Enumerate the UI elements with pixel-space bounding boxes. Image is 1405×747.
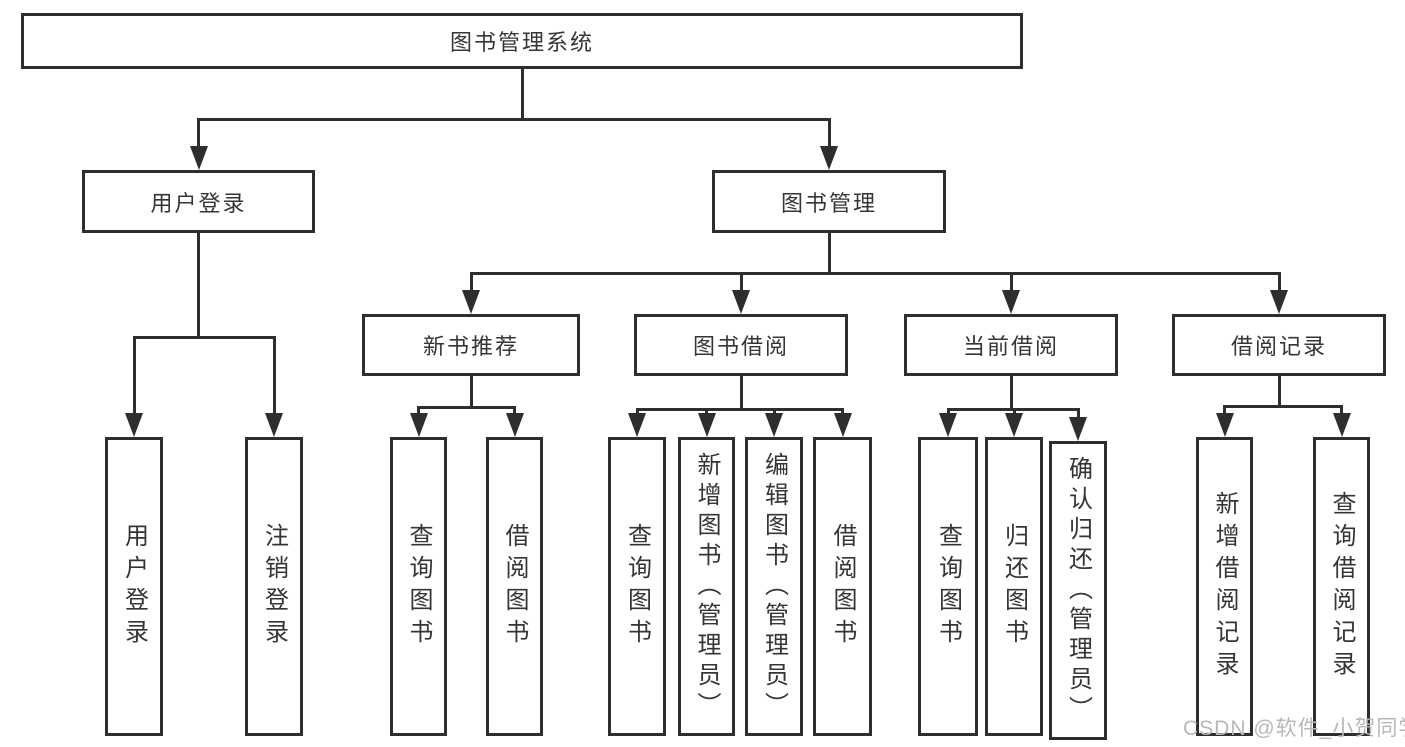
node-label: 归还图书 (1000, 522, 1028, 651)
connector-line (197, 118, 831, 121)
node-leaf-return-book: 归还图书 (985, 437, 1043, 736)
arrowhead-icon (265, 413, 283, 437)
connector-line (827, 233, 831, 272)
node-label: 新增图书（管理员） (693, 451, 720, 722)
node-label: 查询图书 (623, 522, 651, 651)
node-label: 查询图书 (405, 522, 432, 651)
node-leaf-query-record: 查询借阅记录 (1313, 437, 1370, 736)
connector-line (635, 408, 844, 411)
node-label: 查询借阅记录 (1328, 490, 1355, 683)
node-leaf-query-book-1: 查询图书 (390, 437, 447, 736)
node-label: 新增借阅记录 (1211, 490, 1238, 683)
node-label: 查询图书 (934, 522, 962, 651)
arrowhead-icon (1069, 417, 1087, 441)
arrowhead-icon (820, 146, 838, 170)
connector-line (1076, 408, 1080, 417)
connector-line (635, 408, 639, 413)
connector-line (739, 272, 743, 290)
node-leaf-query-book-2: 查询图书 (608, 437, 666, 736)
node-label: 借阅图书 (501, 522, 528, 651)
connector-line (197, 233, 200, 336)
connector-line (132, 336, 136, 413)
arrowhead-icon (1270, 290, 1288, 314)
node-book-borrow: 图书借阅 (634, 314, 848, 376)
node-current-borrow: 当前借阅 (904, 314, 1118, 376)
node-label: 新书推荐 (422, 334, 519, 359)
connector-line (1277, 376, 1281, 405)
connector-line (1223, 405, 1343, 408)
arrowhead-icon (765, 413, 783, 437)
connector-line (1009, 376, 1013, 408)
connector-line (469, 272, 1281, 275)
connector-line (1012, 408, 1016, 413)
node-leaf-borrow-book-2: 借阅图书 (813, 437, 872, 736)
arrowhead-icon (732, 290, 750, 314)
node-leaf-add-record: 新增借阅记录 (1196, 437, 1253, 736)
node-borrow-record: 借阅记录 (1172, 314, 1386, 376)
connector-line (417, 406, 420, 413)
connector-line (1277, 272, 1281, 290)
node-label: 用户登录 (150, 190, 247, 216)
arrowhead-icon (697, 413, 716, 437)
node-book-mgmt: 图书管理 (712, 170, 946, 233)
arrowhead-icon (833, 413, 852, 437)
connector-line (827, 118, 831, 146)
node-leaf-query-book-3: 查询图书 (918, 437, 978, 736)
arrowhead-icon (462, 290, 480, 314)
node-leaf-user-login: 用户登录 (105, 437, 163, 736)
node-label: 注销登录 (260, 522, 288, 651)
node-leaf-borrow-book-1: 借阅图书 (486, 437, 543, 736)
arrowhead-icon (1002, 290, 1020, 314)
node-label: 借阅记录 (1230, 334, 1327, 359)
node-label: 借阅图书 (829, 522, 856, 651)
connector-line (513, 406, 516, 413)
node-label: 确认归还（管理员） (1064, 455, 1092, 726)
node-root: 图书管理系统 (21, 13, 1023, 69)
node-label: 图书管理系统 (449, 30, 594, 55)
arrowhead-icon (409, 413, 428, 437)
connector-line (946, 408, 950, 413)
node-label: 图书借阅 (692, 334, 789, 359)
connector-line (739, 376, 743, 408)
connector-line (772, 408, 776, 413)
node-leaf-confirm-return: 确认归还（管理员） (1049, 441, 1107, 740)
node-leaf-edit-book: 编辑图书（管理员） (745, 437, 803, 736)
node-label: 当前借阅 (962, 334, 1059, 359)
arrowhead-icon (628, 413, 646, 437)
node-user-login: 用户登录 (82, 170, 315, 233)
arrowhead-icon (189, 146, 208, 170)
node-label: 图书管理 (780, 190, 877, 216)
arrowhead-icon (505, 413, 524, 437)
connector-line (469, 272, 473, 290)
connector-line (520, 69, 524, 118)
arrowhead-icon (125, 413, 143, 437)
node-label: 用户登录 (120, 522, 148, 651)
connector-line (1340, 405, 1343, 413)
connector-line (417, 406, 516, 409)
connector-line (841, 408, 844, 413)
arrowhead-icon (1215, 413, 1234, 437)
connector-line (272, 336, 276, 413)
connector-line (197, 118, 200, 146)
arrowhead-icon (1005, 413, 1023, 437)
node-new-book-rec: 新书推荐 (362, 314, 580, 376)
node-leaf-add-book: 新增图书（管理员） (678, 437, 735, 736)
arrowhead-icon (939, 413, 957, 437)
node-leaf-logout: 注销登录 (245, 437, 303, 736)
node-label: 编辑图书（管理员） (760, 451, 788, 722)
connector-line (705, 408, 708, 413)
connector-line (132, 336, 276, 339)
csdn-watermark: CSDN @软件_小贺同学 (1183, 717, 1405, 740)
connector-line (1223, 405, 1226, 413)
arrowhead-icon (1332, 413, 1351, 437)
connector-line (1009, 272, 1013, 290)
connector-line (469, 376, 473, 406)
